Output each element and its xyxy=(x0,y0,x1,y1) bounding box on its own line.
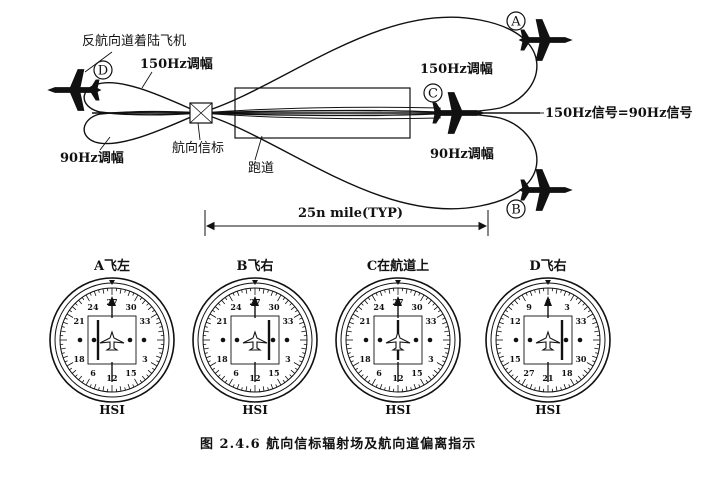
hsi-a-caption: HSI xyxy=(99,403,125,417)
hsi-numeral: 3 xyxy=(564,302,570,312)
hsi-deviation-dot xyxy=(564,338,569,343)
lobe-90hz-left xyxy=(84,112,200,144)
aircraft-a xyxy=(519,19,573,61)
hsi-numeral: 33 xyxy=(575,316,587,326)
hsi-numeral: 15 xyxy=(125,368,136,378)
svg-text:A: A xyxy=(510,15,521,30)
hsi-numeral: 33 xyxy=(282,316,294,326)
hsi-numeral: 3 xyxy=(428,354,434,364)
hsi-numeral: 30 xyxy=(268,302,280,312)
hsi-deviation-dot xyxy=(414,338,419,343)
leader-150hz-left xyxy=(142,72,152,88)
label-90hz-right: 90Hz调幅 xyxy=(430,146,494,162)
label-150hz-left: 150Hz调幅 xyxy=(140,56,213,72)
hsi-deviation-dot xyxy=(78,338,83,343)
hsi-numeral: 18 xyxy=(561,368,573,378)
label-localizer: 航向信标 xyxy=(172,140,224,156)
hsi-d-caption: HSI xyxy=(535,403,561,417)
svg-text:B: B xyxy=(511,203,521,218)
hsi-deviation-dot xyxy=(528,338,533,343)
hsi-numeral: 24 xyxy=(230,302,242,312)
hsi-numeral: 3 xyxy=(142,354,148,364)
hsi-numeral: 15 xyxy=(411,368,422,378)
hsi-deviation-dot xyxy=(221,338,226,343)
label-90hz-left: 90Hz调幅 xyxy=(60,150,124,166)
hsi-deviation-dot xyxy=(428,338,433,343)
hsi-deviation-dot xyxy=(364,338,369,343)
hsi-deviation-dot xyxy=(142,338,147,343)
hsi-numeral: 15 xyxy=(510,354,521,364)
hsi-numeral: 24 xyxy=(373,302,385,312)
hsi-numeral: 9 xyxy=(526,302,532,312)
marker-b: B xyxy=(507,200,525,218)
hsi-numeral: 18 xyxy=(217,354,229,364)
hsi-deviation-dot xyxy=(128,338,133,343)
svg-text:D: D xyxy=(98,64,108,79)
hsi-b-caption: HSI xyxy=(242,403,268,417)
hsi-numeral: 6 xyxy=(233,368,239,378)
hsi-d-title: D飞右 xyxy=(529,258,566,274)
hsi-c-caption: HSI xyxy=(385,403,411,417)
label-equal-signal: 150Hz信号=90Hz信号 xyxy=(545,105,692,121)
hsi-numeral: 21 xyxy=(217,316,228,326)
hsi-numeral: 27 xyxy=(523,368,534,378)
hsi-deviation-dot xyxy=(92,338,97,343)
hsi-numeral: 15 xyxy=(268,368,279,378)
hsi-deviation-dot xyxy=(271,338,276,343)
hsi-numeral: 12 xyxy=(510,316,521,326)
hsi-numeral: 18 xyxy=(360,354,372,364)
hsi-b-title: B飞右 xyxy=(237,258,274,274)
hsi-instrument-a: 242730213318315612 xyxy=(50,278,174,402)
hsi-numeral: 30 xyxy=(575,354,587,364)
hsi-deviation-dot xyxy=(378,338,383,343)
label-distance: 25n mile(TYP) xyxy=(298,206,403,221)
marker-c: C xyxy=(424,84,442,102)
hsi-numeral: 30 xyxy=(125,302,137,312)
leader-localizer xyxy=(198,123,200,140)
hsi-numeral: 30 xyxy=(411,302,423,312)
hsi-numeral: 21 xyxy=(360,316,371,326)
hsi-deviation-dot xyxy=(578,338,583,343)
svg-text:C: C xyxy=(428,87,438,102)
label-150hz-right: 150Hz调幅 xyxy=(420,61,493,77)
hsi-numeral: 18 xyxy=(74,354,86,364)
figure-caption: 图 2.4.6 航向信标辐射场及航向道偏离指示 xyxy=(200,436,476,452)
label-reverse-course: 反航向道着陆飞机 xyxy=(82,33,186,49)
hsi-deviation-dot xyxy=(514,338,519,343)
marker-a: A xyxy=(507,12,525,30)
hsi-deviation-dot xyxy=(285,338,290,343)
aircraft-b xyxy=(519,169,573,211)
hsi-numeral: 33 xyxy=(425,316,437,326)
hsi-numeral: 33 xyxy=(139,316,151,326)
hsi-instrument-d: 96312331530182721 xyxy=(486,278,610,402)
hsi-numeral: 24 xyxy=(87,302,99,312)
hsi-numeral: 3 xyxy=(285,354,291,364)
aircraft-d xyxy=(47,69,101,111)
hsi-instrument-b: 242730213318315612 xyxy=(193,278,317,402)
hsi-numeral: 6 xyxy=(90,368,96,378)
hsi-deviation-dot xyxy=(235,338,240,343)
hsi-c-title: C在航道上 xyxy=(367,258,429,274)
hsi-instrument-c: 242730213318315612 xyxy=(336,278,460,402)
label-runway: 跑道 xyxy=(248,161,274,176)
hsi-a-title: A飞左 xyxy=(93,258,130,274)
hsi-numeral: 6 xyxy=(376,368,382,378)
hsi-numeral: 21 xyxy=(74,316,85,326)
leader-runway xyxy=(255,136,262,160)
